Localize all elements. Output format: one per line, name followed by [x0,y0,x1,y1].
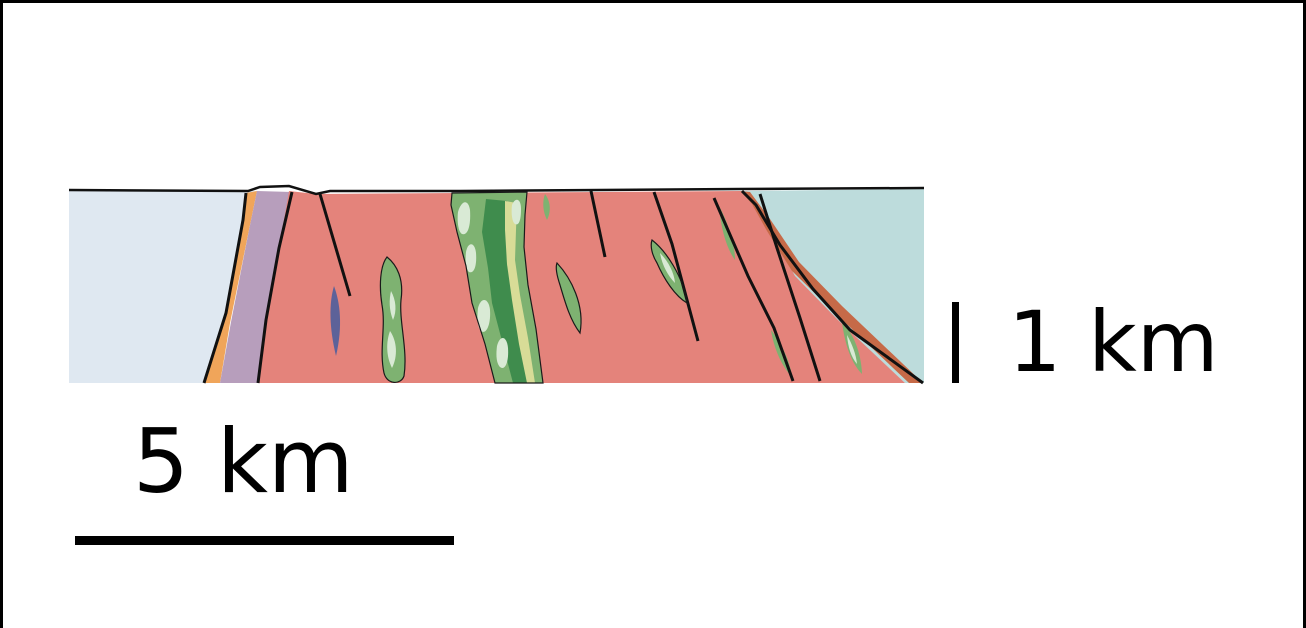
horizontal-scale-label: 5 km [133,418,354,506]
pale-green-lens [512,200,521,225]
pale-green-lens [496,338,508,368]
vertical-scale-bar [952,302,959,383]
vertical-scale-label: 1 km [1008,300,1219,384]
pale-green-lens [466,244,477,272]
horizontal-scale-bar [75,536,454,545]
